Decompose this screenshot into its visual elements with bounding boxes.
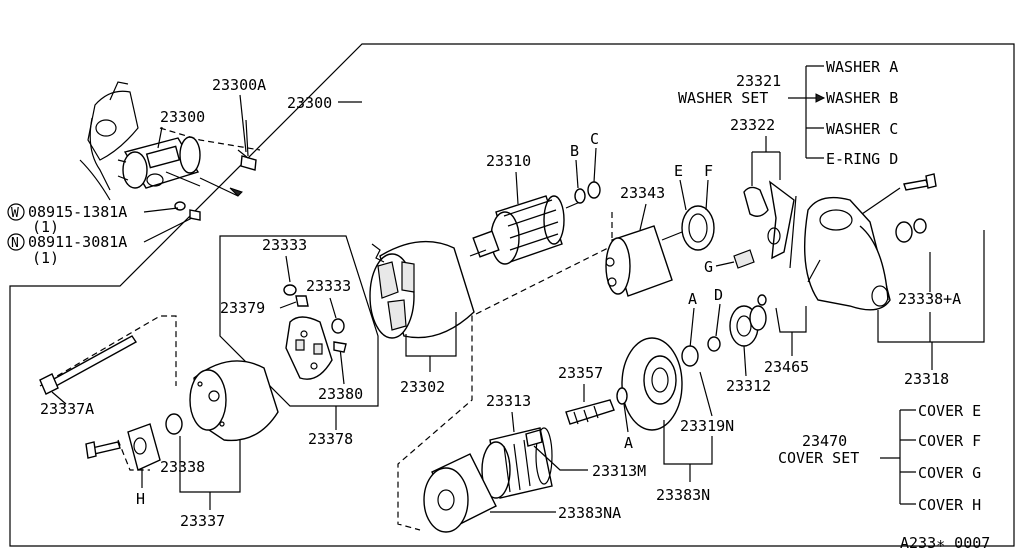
label-f: F (704, 162, 713, 180)
label-b: B (570, 142, 579, 160)
label-23337a: 23337A (40, 400, 94, 418)
label-g: G (704, 258, 713, 276)
cover-e-f-icon (681, 205, 715, 251)
label-08911-qty: (1) (32, 249, 59, 267)
label-d: D (714, 286, 723, 304)
label-a1: A (688, 290, 697, 308)
label-23300-top: 23300 (160, 108, 205, 126)
screw-icon (85, 441, 121, 459)
label-washer-set: WASHER SET (678, 89, 768, 107)
label-23379: 23379 (220, 299, 265, 317)
label-cover-h: COVER H (918, 496, 981, 514)
gear-bearing-icon (525, 429, 543, 447)
washer-a-icon (681, 345, 699, 367)
label-23310: 23310 (486, 152, 531, 170)
magnetic-switch-icon (605, 225, 683, 297)
rear-housing-icon (804, 187, 901, 311)
label-23378: 23378 (308, 430, 353, 448)
label-23357: 23357 (558, 364, 603, 382)
brush-spring-icon (283, 284, 347, 353)
label-a2: A (624, 434, 633, 452)
end-cover-h-icon (127, 423, 161, 471)
washer-c-icon (587, 181, 601, 199)
label-23343: 23343 (620, 184, 665, 202)
label-cover-g: COVER G (918, 464, 981, 482)
pinion-gear-icon (729, 305, 767, 347)
washer-symbol-w: W (7, 203, 25, 221)
armature-icon (469, 195, 581, 265)
label-cover-e: COVER E (918, 402, 981, 420)
svg-text:W: W (11, 206, 19, 221)
label-23333-a: 23333 (262, 236, 307, 254)
label-23333-b: 23333 (306, 277, 351, 295)
shift-lever-icon (743, 180, 797, 269)
washer-b-icon (574, 188, 586, 204)
bushing-icon (895, 218, 927, 243)
label-23383na: 23383NA (558, 504, 621, 522)
label-23302: 23302 (400, 378, 445, 396)
reduction-gear-icon (481, 427, 553, 499)
label-08911-3081a: 08911-3081A (28, 233, 127, 251)
label-23337: 23337 (180, 512, 225, 530)
label-23321: 23321 (736, 72, 781, 90)
label-08915-qty: (1) (32, 218, 59, 236)
label-23312: 23312 (726, 377, 771, 395)
label-23380: 23380 (318, 385, 363, 403)
label-23322: 23322 (730, 116, 775, 134)
cover-g-icon (733, 249, 755, 269)
label-23318: 23318 (904, 370, 949, 388)
label-23338: 23338 (160, 458, 205, 476)
svg-text:N: N (11, 236, 19, 251)
bushing-23338-icon (165, 413, 183, 435)
label-c: C (590, 130, 599, 148)
starter-assembly-icon (117, 136, 201, 189)
front-housing-icon (423, 453, 497, 533)
label-23313: 23313 (486, 392, 531, 410)
bolt-icon (903, 173, 937, 191)
label-23338-plus-a: 23338+A (898, 290, 961, 308)
label-23465: 23465 (764, 358, 809, 376)
diagram-code: A233∗ 0007 (900, 534, 990, 552)
e-ring-icon (757, 294, 767, 306)
label-e: E (674, 162, 683, 180)
label-23300-main: 23300 (287, 94, 332, 112)
label-23383n: 23383N (656, 486, 710, 504)
label-08915-1381a: 08915-1381A (28, 203, 127, 221)
label-e-ring: E-RING D (826, 150, 898, 168)
label-washer-c: WASHER C (826, 120, 898, 138)
label-23313m: 23313M (592, 462, 646, 480)
nut-symbol-n: N (7, 233, 25, 251)
end-frame-icon (189, 360, 279, 442)
e-ring-d-icon (707, 336, 721, 352)
engine-mount-view (79, 81, 261, 221)
label-washer-b: WASHER B (826, 89, 898, 107)
washer-a2-icon (616, 387, 628, 405)
label-cover-set: COVER SET (778, 449, 859, 467)
yoke-field-coil-icon (369, 240, 475, 339)
center-bracket-icon (621, 337, 683, 431)
brush-holder-plate-icon (285, 316, 333, 380)
label-23470: 23470 (802, 432, 847, 450)
label-23300a: 23300A (212, 76, 266, 94)
label-23319n: 23319N (680, 417, 734, 435)
through-bolt-icon (39, 335, 138, 395)
pinion-shaft-icon (565, 399, 615, 425)
label-washer-a: WASHER A (826, 58, 898, 76)
brush-holder-group-outline (219, 235, 379, 407)
label-h: H (136, 490, 145, 508)
label-cover-f: COVER F (918, 432, 981, 450)
outer-boundary (9, 43, 1015, 547)
